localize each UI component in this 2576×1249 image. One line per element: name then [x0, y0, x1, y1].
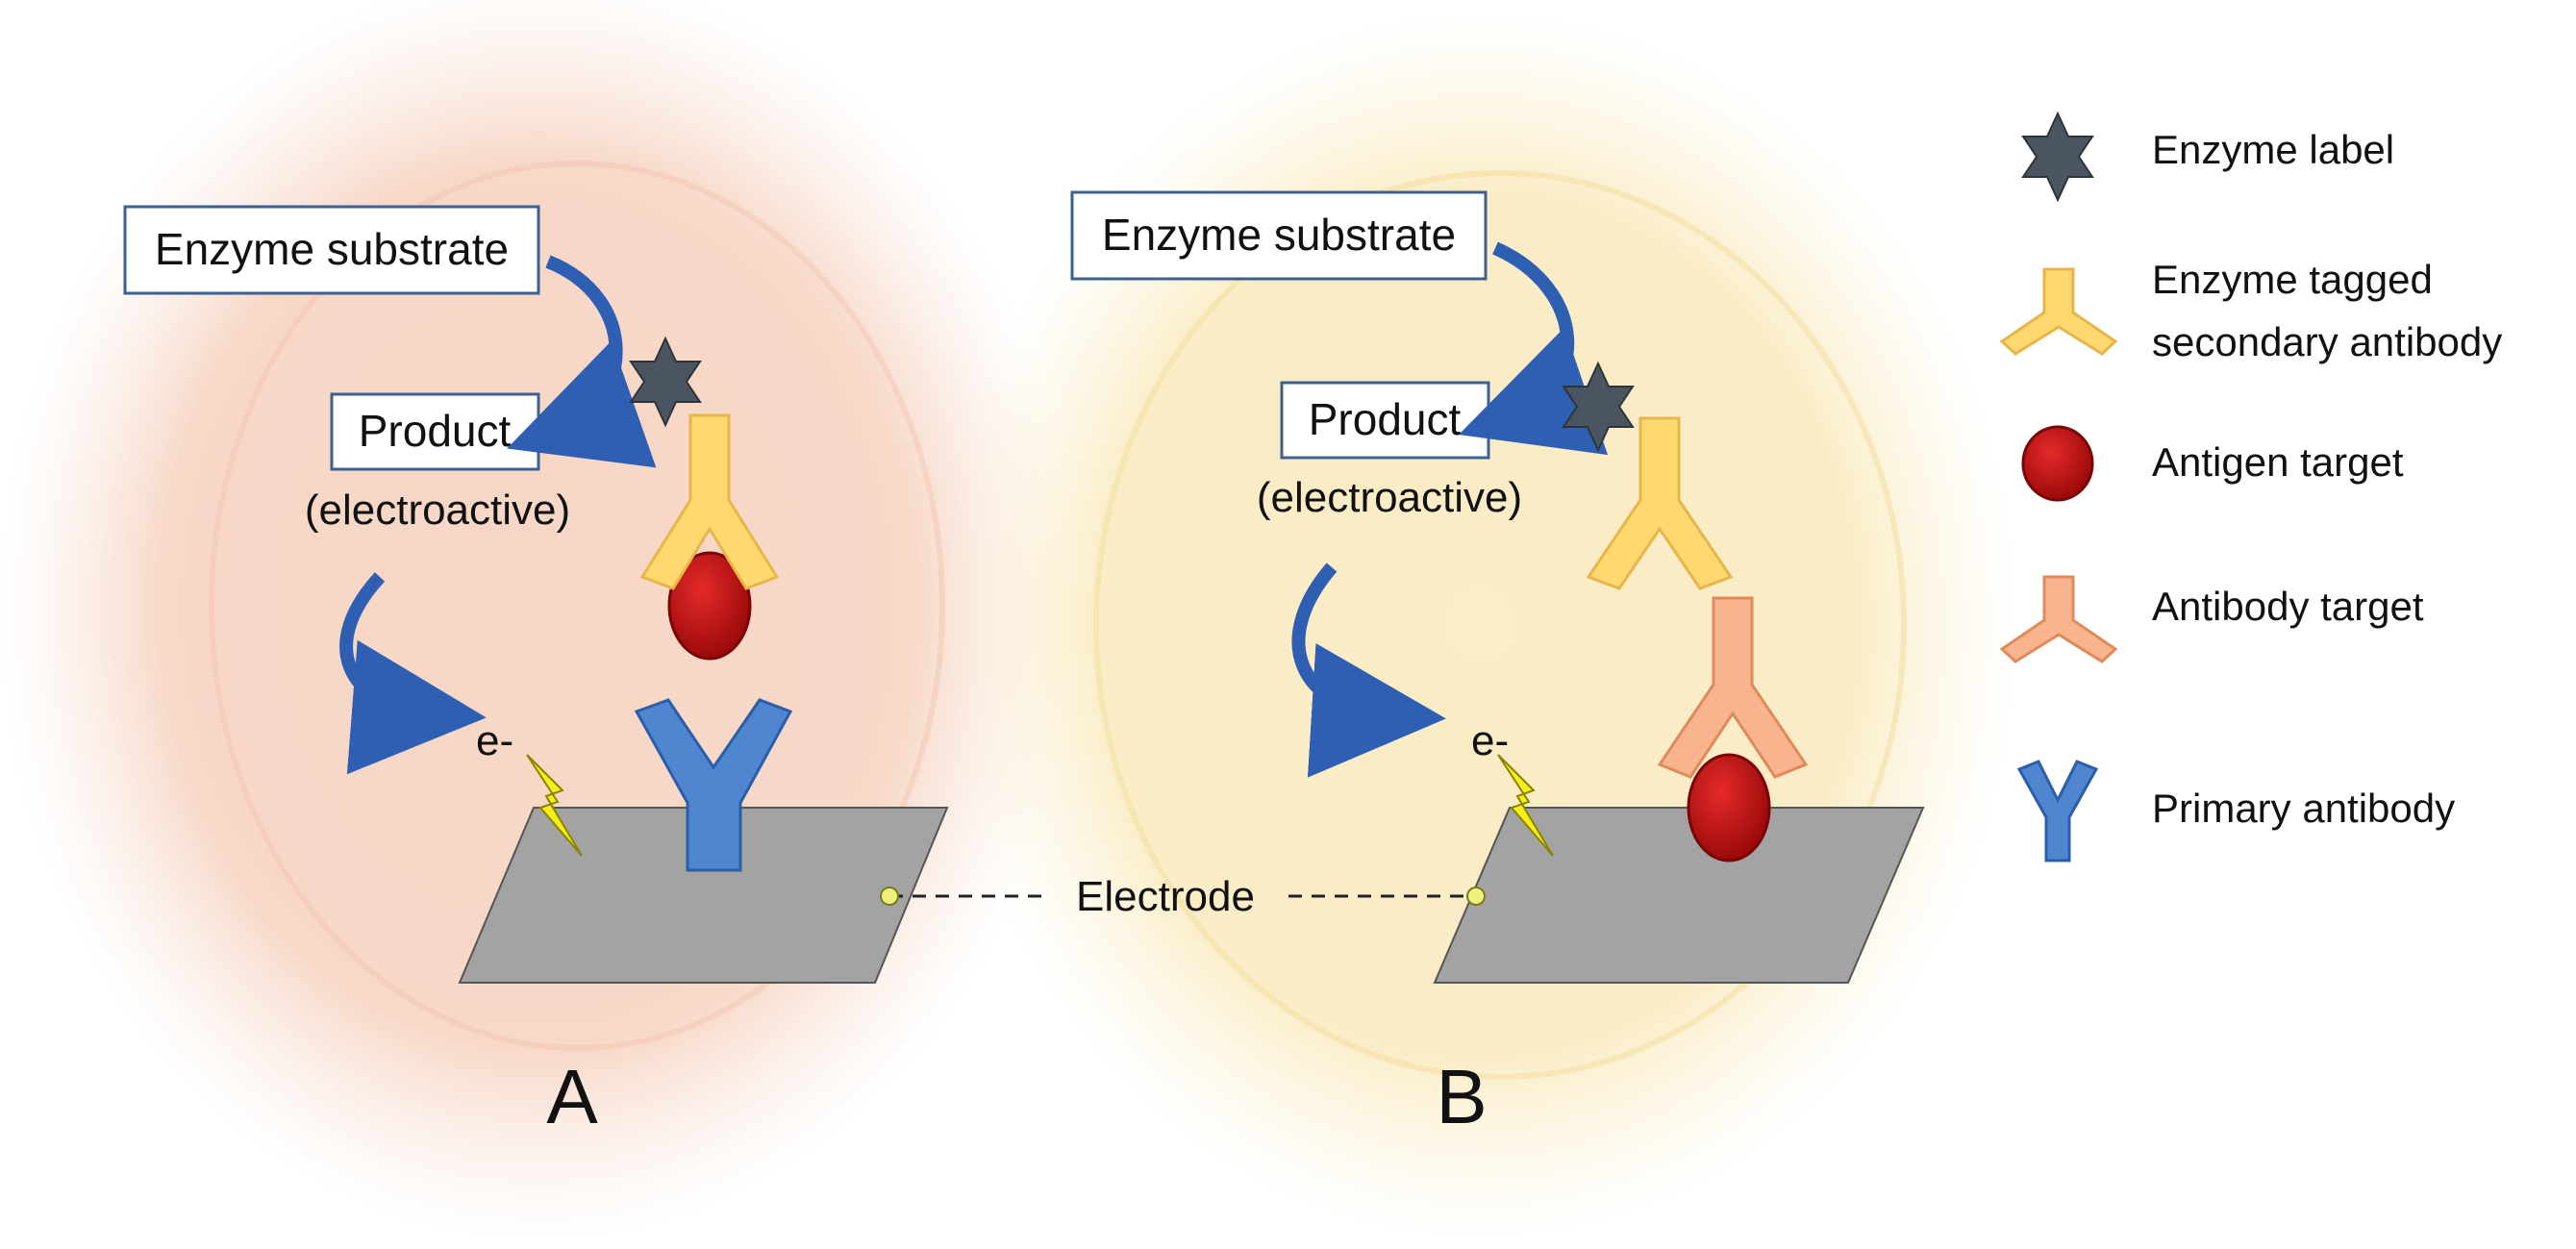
legend-label-secondary-line1: Enzyme tagged — [2152, 257, 2433, 302]
legend-label-antibody-target: Antibody target — [2152, 584, 2424, 629]
panel-b-bolt-icon — [1497, 754, 1554, 857]
panel-b-substrate-label: Enzyme substrate — [1102, 210, 1456, 260]
panel-a-product-box — [330, 392, 540, 471]
panel-a-electrode — [458, 807, 949, 984]
legend-label-enzyme-label: Enzyme label — [2152, 127, 2394, 172]
panel-a-substrate-arrow — [507, 255, 657, 468]
legend-secondary-antibody-icon — [1999, 267, 2118, 356]
legend-antigen-icon — [2021, 425, 2094, 502]
panel-a-ring — [209, 161, 945, 1051]
panel-a-product-arrow — [339, 572, 487, 775]
legend-primary-antibody-icon — [2016, 760, 2099, 862]
legend-label-primary-antibody: Primary antibody — [2152, 786, 2455, 831]
panel-a-letter: A — [546, 1054, 598, 1139]
legend-enzyme-label-icon — [2021, 111, 2094, 203]
panel-b-product-arrow — [1291, 562, 1446, 778]
legend-antibody-target-icon — [1999, 575, 2118, 663]
panel-b-enzyme-star-icon — [1562, 361, 1635, 453]
panel-a-antigen-icon — [667, 551, 752, 661]
panel-b-product-label: Product — [1309, 394, 1462, 444]
panel-b-antigen-icon — [1687, 753, 1771, 862]
panel-a: Enzyme substrate Product (electroactive)… — [0, 0, 1077, 1240]
panel-b-electrode — [1433, 807, 1925, 984]
panel-b-letter: B — [1436, 1054, 1487, 1139]
panel-a-substrate-box — [123, 205, 540, 295]
panel-a-bolt-icon — [526, 754, 583, 857]
electrode-dot-right — [1466, 887, 1486, 906]
panel-b-electron-label: e- — [1471, 717, 1509, 764]
panel-b-secondary-antibody-icon — [1586, 416, 1734, 590]
panel-a-product-note: (electroactive) — [305, 487, 570, 534]
panel-a-primary-antibody-icon — [634, 698, 793, 872]
electrode-callout: Electrode — [880, 873, 1486, 920]
panel-b-ring — [1093, 170, 1907, 1080]
legend-label-secondary-line2: secondary antibody — [2152, 319, 2502, 364]
legend: Enzyme label Enzyme tagged secondary ant… — [1999, 111, 2502, 862]
panel-b: Enzyme substrate Product (electroactive)… — [942, 10, 2019, 1240]
electrode-dot-left — [880, 887, 899, 906]
panel-a-glow — [0, 0, 1077, 1240]
panel-a-secondary-antibody-icon — [639, 413, 780, 590]
panel-b-antibody-target-icon — [1657, 596, 1809, 779]
electrode-label: Electrode — [1076, 873, 1255, 920]
panel-a-product-label: Product — [359, 406, 512, 456]
panel-a-electron-label: e- — [476, 717, 513, 764]
legend-label-antigen-target: Antigen target — [2152, 439, 2404, 485]
panel-a-substrate-label: Enzyme substrate — [155, 224, 509, 274]
panel-b-substrate-arrow — [1459, 241, 1609, 456]
panel-b-product-note: (electroactive) — [1257, 474, 1522, 521]
panel-a-enzyme-star-icon — [629, 336, 702, 428]
panel-b-substrate-box — [1070, 190, 1488, 281]
